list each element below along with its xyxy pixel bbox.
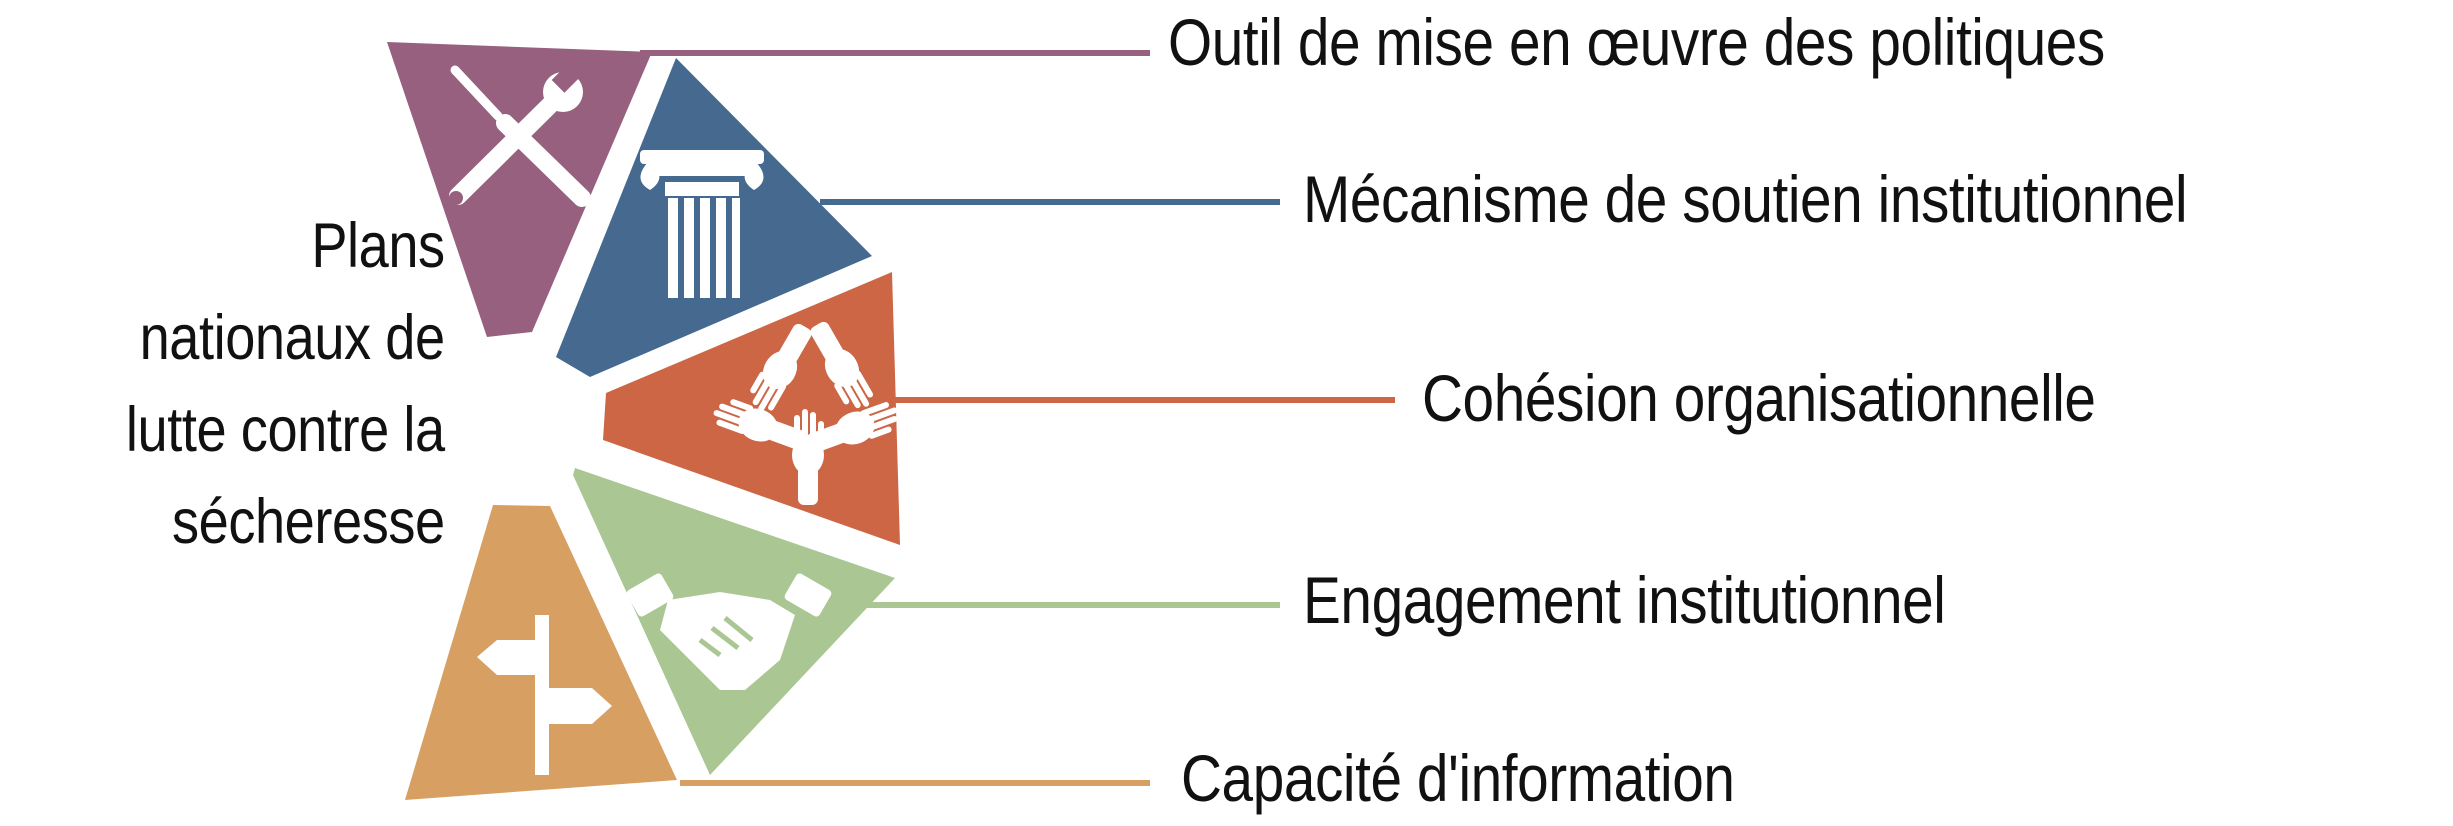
segment-institutional-support bbox=[556, 58, 872, 377]
label-organisational-cohesion: Cohésion organisationnelle bbox=[1422, 361, 2096, 435]
hands-circle-icon bbox=[713, 321, 898, 505]
center-title-line-3: lutte contre la bbox=[126, 395, 445, 465]
label-institutional-engagement: Engagement institutionnel bbox=[1303, 563, 1946, 637]
handshake-icon bbox=[626, 573, 832, 690]
column-icon bbox=[640, 150, 764, 298]
center-title: Plans nationaux de lutte contre la séche… bbox=[126, 200, 445, 568]
label-institutional-support: Mécanisme de soutien institutionnel bbox=[1303, 162, 2188, 236]
center-title-line-4: sécheresse bbox=[172, 487, 446, 557]
label-information-capacity: Capacité d'information bbox=[1181, 741, 1735, 815]
label-policy-tool: Outil de mise en œuvre des politiques bbox=[1168, 5, 2105, 79]
segment-policy-tool bbox=[387, 42, 652, 337]
center-title-line-2: nationaux de bbox=[139, 303, 446, 373]
tools-icon bbox=[449, 61, 591, 207]
center-title-line-1: Plans bbox=[311, 211, 446, 281]
signpost-icon bbox=[477, 615, 612, 775]
